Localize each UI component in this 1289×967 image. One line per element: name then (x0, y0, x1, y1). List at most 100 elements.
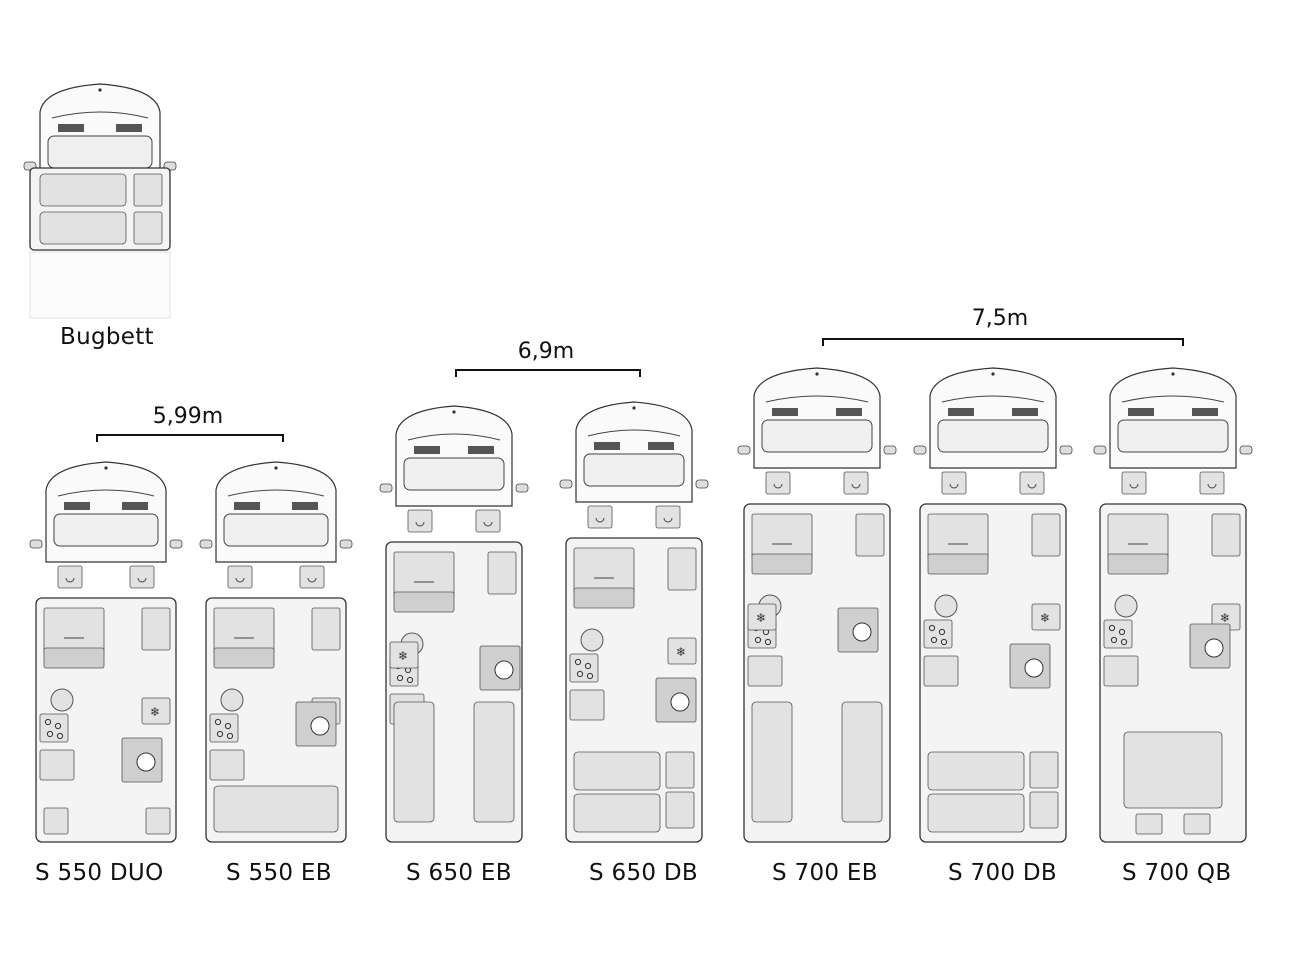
cab-seat-right (299, 565, 325, 589)
cab-seat-right (1199, 471, 1225, 495)
cab-outline (395, 405, 513, 507)
windshield-line (51, 111, 149, 119)
dashboard (47, 135, 153, 169)
dimension-label-599: 5,99m (152, 404, 224, 429)
bugbett-label: Bugbett (60, 324, 154, 350)
oven (569, 689, 605, 721)
sink-round (50, 688, 74, 712)
vent-right (122, 502, 148, 510)
dinette-bench (43, 647, 105, 669)
toilet-icon (1204, 638, 1224, 658)
wardrobe (1211, 513, 1241, 557)
bugbett-cab-seat-top (133, 173, 163, 207)
windshield-line (1121, 395, 1225, 403)
burner (406, 676, 414, 684)
model-label-s700qb: S 700 QB (1122, 860, 1232, 886)
swivel-icon-left (595, 517, 605, 523)
cab-seat-right (655, 505, 681, 529)
snowflake-icon: ❄ (1220, 611, 1230, 625)
burner (940, 638, 948, 646)
cab-seat-left (587, 505, 613, 529)
vent-left (594, 442, 620, 450)
floorplan-s700db: ❄ (913, 367, 1073, 843)
cab-outline (1109, 367, 1237, 469)
floorplan-s700qb: ❄ (1093, 367, 1253, 843)
windshield-line (941, 395, 1045, 403)
fridge (141, 697, 171, 725)
dinette-seat (927, 513, 989, 561)
dinette-seat (213, 607, 275, 655)
dinette-bench (393, 591, 455, 613)
rear-bed (213, 785, 339, 833)
burner (56, 732, 64, 740)
wardrobe (311, 607, 341, 651)
toilet-icon (1024, 658, 1044, 678)
windshield-line (765, 395, 869, 403)
mirror-right (883, 445, 897, 455)
dashboard (583, 453, 685, 487)
vent-right (1012, 408, 1038, 416)
bed-single (751, 701, 793, 823)
wardrobe (855, 513, 885, 557)
swivel-icon-left (235, 577, 245, 583)
wardrobe (487, 551, 517, 595)
toilet-icon (310, 716, 330, 736)
swivel-icon-left (1129, 483, 1139, 489)
vent-left (772, 408, 798, 416)
dashboard (937, 419, 1049, 453)
cab-outline (45, 461, 167, 563)
cab-outline (215, 461, 337, 563)
mirror-right (515, 483, 529, 493)
sensor-dot (452, 410, 456, 414)
burner (224, 722, 232, 730)
cab-seat-left (765, 471, 791, 495)
sensor-dot (632, 406, 636, 410)
mirror-left (737, 445, 751, 455)
snowflake-icon: ❄ (150, 705, 160, 719)
swivel-icon-right (307, 577, 317, 583)
bugbett-preview (23, 83, 177, 319)
sensor-dot (274, 466, 278, 470)
vent-left (1128, 408, 1154, 416)
dashboard (1117, 419, 1229, 453)
windshield-line (57, 489, 155, 497)
dimension-bracket-599 (96, 434, 284, 442)
burner (226, 732, 234, 740)
dashboard (223, 513, 329, 547)
floorplan-s550duo: ❄ (29, 461, 183, 843)
burner (1110, 636, 1118, 644)
snowflake-icon: ❄ (756, 611, 766, 625)
burner (1118, 628, 1126, 636)
cab-seat-left (227, 565, 253, 589)
dimension-bracket-75 (822, 338, 1184, 346)
snowflake-icon: ❄ (676, 645, 686, 659)
mirror-left (913, 445, 927, 455)
vent-left (234, 502, 260, 510)
burner (764, 638, 772, 646)
hob (209, 713, 239, 743)
mirror-right (695, 479, 709, 489)
bed-single (473, 701, 515, 823)
dinette-seat (393, 551, 455, 599)
dashboard (761, 419, 873, 453)
sink-round (580, 628, 604, 652)
floorplan-s550eb: ❄ (199, 461, 353, 843)
cab-seat-left (407, 509, 433, 533)
bed-bottom (573, 793, 661, 833)
model-label-s700db: S 700 DB (948, 860, 1058, 886)
vent-left (58, 124, 84, 132)
oven (39, 749, 75, 781)
vent-right (1192, 408, 1218, 416)
mirror-right (1239, 445, 1253, 455)
dinette-bench (573, 587, 635, 609)
burner (584, 662, 592, 670)
cab-outline (929, 367, 1057, 469)
vent-left (948, 408, 974, 416)
burner (46, 730, 54, 738)
locker-a (665, 751, 695, 789)
mirror-right (339, 539, 353, 549)
mirror-left (559, 479, 573, 489)
burner (1120, 638, 1128, 646)
